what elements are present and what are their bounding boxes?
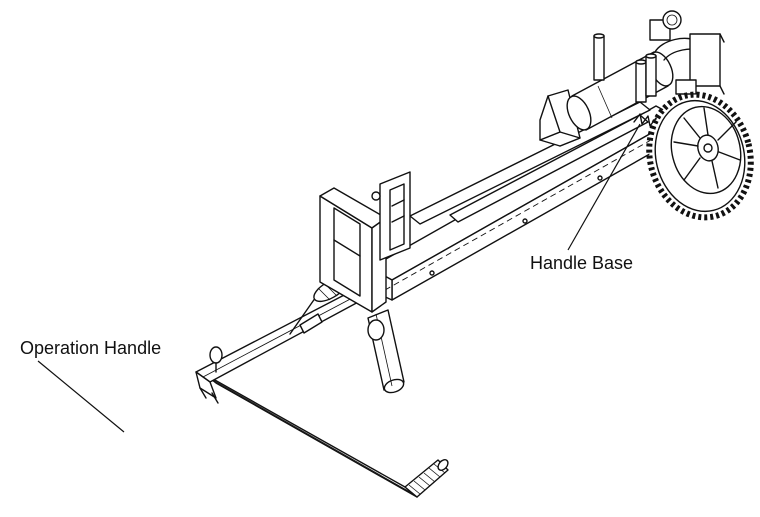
support-leg [367, 309, 405, 394]
tow-ring-icon [209, 346, 223, 364]
operation-handle [205, 374, 449, 498]
operation-handle-label: Operation Handle [20, 338, 162, 358]
push-plate [539, 89, 581, 147]
main-beam [369, 101, 679, 301]
wedge-frame [319, 171, 411, 313]
hydraulic-cylinder [566, 10, 725, 131]
wheel [646, 91, 754, 221]
handle-grip [404, 459, 449, 498]
handle-base-leader [567, 123, 641, 251]
leg-pin-ring-icon [367, 319, 385, 341]
operation-handle-leader [37, 360, 125, 433]
handle-base-label: Handle Base [530, 253, 634, 273]
valve-knob-icon [662, 10, 682, 30]
